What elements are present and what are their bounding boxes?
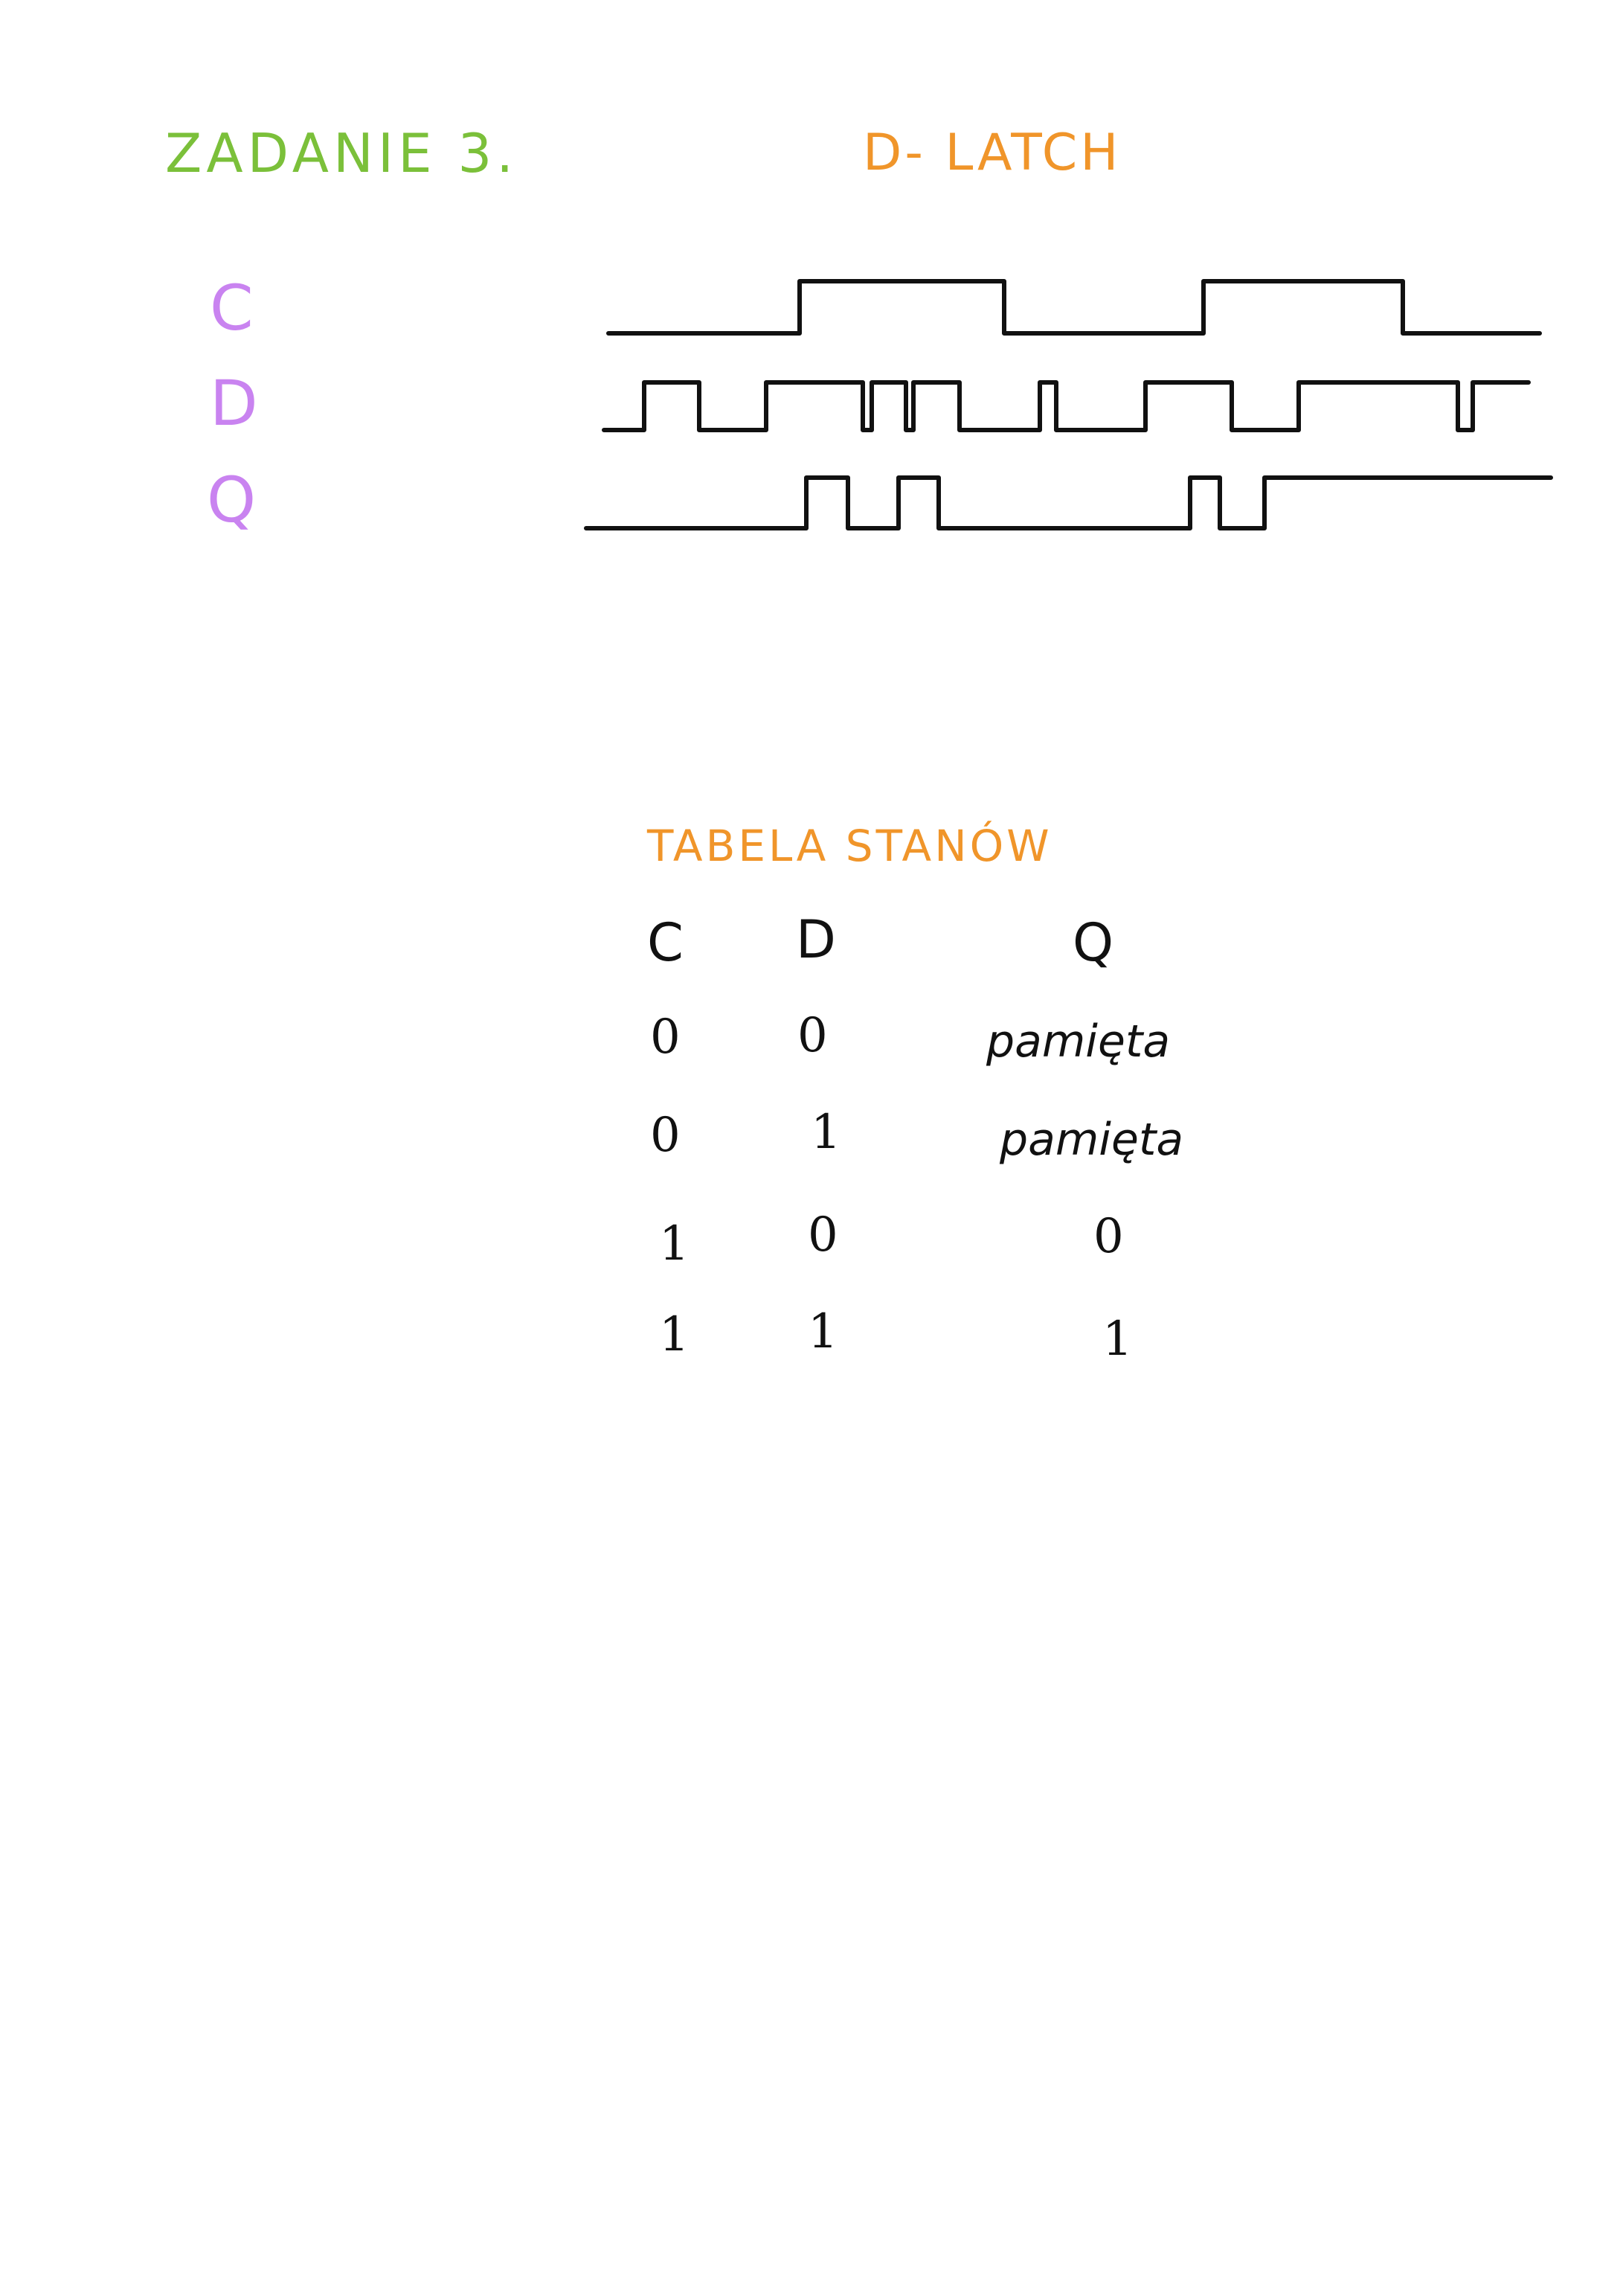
signal-label-d: D <box>210 367 258 440</box>
header-c: C <box>647 912 684 973</box>
timing-diagram <box>584 279 1553 530</box>
header-d: D <box>796 909 836 970</box>
cell-r2-c: 0 <box>650 1108 681 1163</box>
waveform-d <box>602 380 1531 432</box>
cell-r3-d: 0 <box>808 1208 838 1263</box>
signal-label-c: C <box>210 272 254 344</box>
cell-r2-q: pamięta <box>1000 1114 1184 1166</box>
cell-r1-q: pamięta <box>986 1016 1171 1068</box>
signal-label-q: Q <box>207 464 257 536</box>
waveform-c-line <box>606 279 1542 336</box>
cell-r4-q: 1 <box>1102 1312 1133 1367</box>
cell-r1-d: 0 <box>797 1008 828 1063</box>
waveform-c <box>606 279 1542 336</box>
waveform-q <box>584 475 1553 530</box>
cell-r1-c: 0 <box>650 1010 681 1065</box>
state-table-title: TABELA STANÓW <box>647 821 1052 871</box>
task-title: ZADANIE 3. <box>165 122 518 185</box>
header-q: Q <box>1073 912 1114 973</box>
cell-r3-q: 0 <box>1093 1209 1124 1264</box>
cell-r3-c: 1 <box>659 1216 690 1272</box>
waveform-q-line <box>584 475 1553 530</box>
cell-r2-d: 1 <box>811 1105 841 1160</box>
cell-r4-d: 1 <box>808 1304 838 1359</box>
circuit-title: D- LATCH <box>863 124 1122 182</box>
cell-r4-c: 1 <box>659 1307 690 1362</box>
waveform-d-line <box>602 380 1531 432</box>
